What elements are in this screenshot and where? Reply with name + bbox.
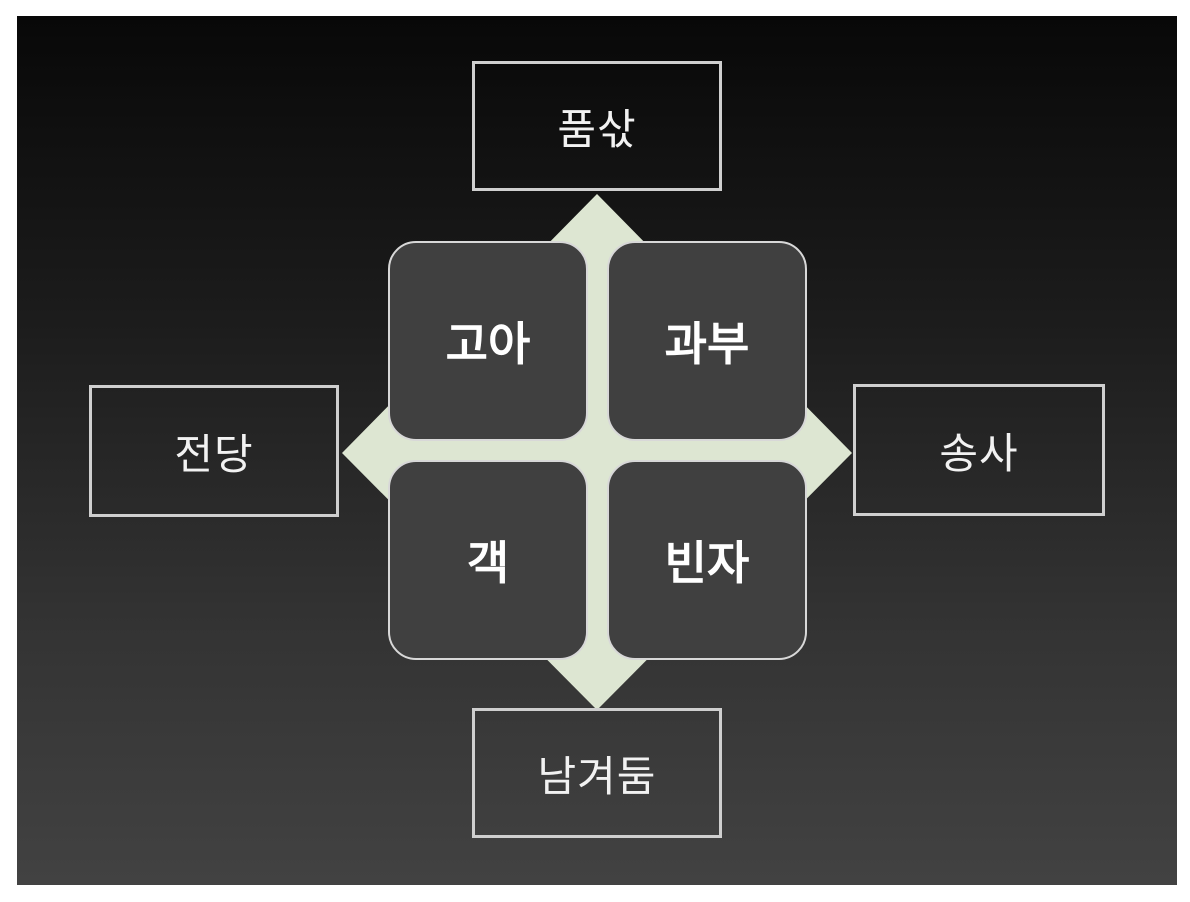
tile-top-right: 과부: [607, 241, 807, 441]
right-label: 송사: [939, 428, 1019, 478]
tile-bottom-left-label: 객: [466, 536, 510, 590]
left-label: 전당: [174, 429, 254, 479]
top-label-box: 품삯: [472, 61, 722, 191]
left-label-box: 전당: [89, 385, 339, 517]
tile-top-left: 고아: [388, 241, 588, 441]
tile-bottom-left: 객: [388, 460, 588, 660]
tile-bottom-right-label: 빈자: [664, 536, 750, 590]
right-label-box: 송사: [853, 384, 1105, 516]
slide-canvas: 품삯 전당 송사 남겨둠 고아 과부 객 빈자: [17, 16, 1177, 885]
tile-bottom-right: 빈자: [607, 460, 807, 660]
tile-top-left-label: 고아: [445, 317, 531, 371]
bottom-label: 남겨둠: [537, 751, 657, 801]
bottom-label-box: 남겨둠: [472, 708, 722, 838]
top-label: 품삯: [557, 104, 637, 154]
tile-top-right-label: 과부: [664, 317, 750, 371]
